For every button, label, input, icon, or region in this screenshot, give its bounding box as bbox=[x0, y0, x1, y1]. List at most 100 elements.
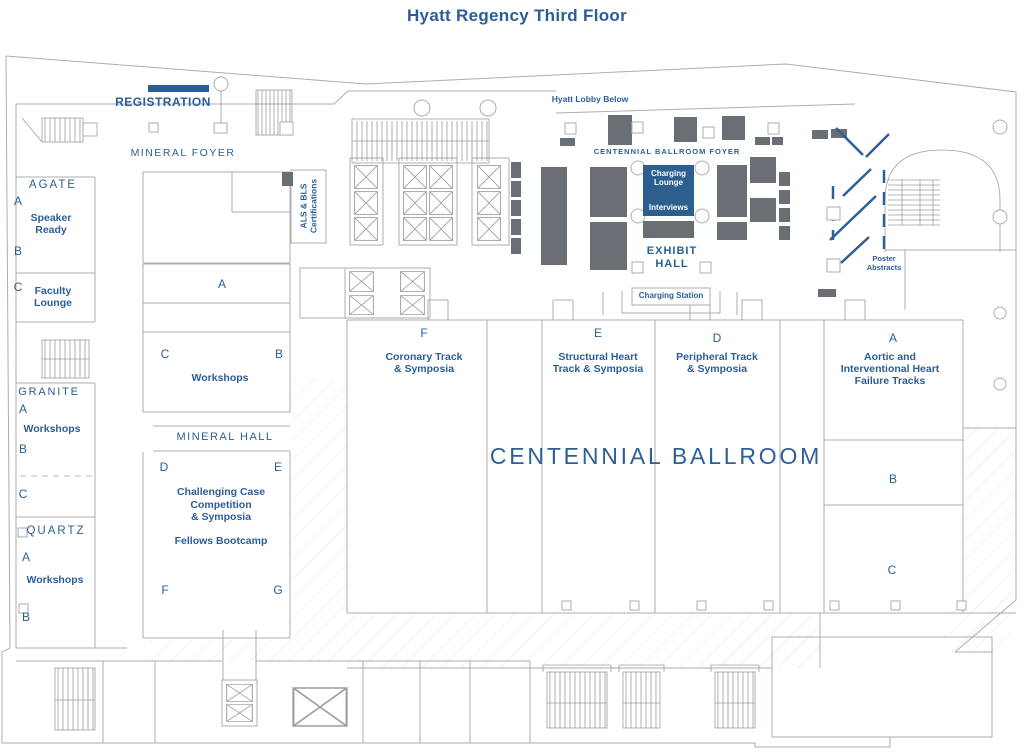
stairs-icon bbox=[54, 667, 96, 731]
walls bbox=[1, 55, 1017, 748]
column-icon bbox=[629, 600, 640, 611]
column-icon bbox=[763, 600, 774, 611]
column-icon bbox=[148, 122, 159, 133]
column-icon bbox=[993, 306, 1007, 320]
elevator-icon bbox=[429, 191, 453, 215]
mineral-room-c: C bbox=[160, 347, 170, 361]
registration-label: REGISTRATION bbox=[115, 95, 211, 109]
ballroom-section-f: F bbox=[420, 326, 428, 340]
columns bbox=[17, 76, 1008, 614]
column-icon bbox=[992, 209, 1008, 225]
elevator-icon bbox=[349, 271, 374, 292]
als-bls-certifications-label: ALS & BLS Certifications bbox=[298, 178, 319, 234]
elevator-icon bbox=[477, 217, 501, 241]
centennial-ballroom-foyer-label: CENTENNIAL BALLROOM FOYER bbox=[593, 147, 741, 156]
elevator-icon bbox=[477, 191, 501, 215]
exhibit-hall-label: EXHIBIT HALL bbox=[646, 245, 698, 270]
column-icon bbox=[561, 600, 572, 611]
column-icon bbox=[694, 160, 710, 176]
faculty-lounge-label: Faculty Lounge bbox=[34, 285, 72, 309]
elevator-icon bbox=[477, 165, 501, 189]
column-icon bbox=[18, 603, 29, 614]
column-icon bbox=[694, 208, 710, 224]
elevator-icon bbox=[354, 217, 378, 241]
hyatt-lobby-below-label: Hyatt Lobby Below bbox=[551, 94, 629, 104]
mineral-room-a: A bbox=[217, 277, 227, 291]
poster-abstracts-label: Poster Abstracts bbox=[866, 254, 902, 272]
elevator-icon bbox=[349, 295, 374, 315]
mineral-hall-section-e: E bbox=[273, 460, 283, 474]
quartz-room-label: QUARTZ bbox=[26, 525, 86, 537]
charging-lounge-area: Charging Lounge Interviews bbox=[643, 165, 694, 216]
challenging-case-label: Challenging Case Competition & Symposia bbox=[176, 486, 266, 523]
centennial-ballroom-label: CENTENNIAL BALLROOM bbox=[489, 443, 823, 469]
column-icon bbox=[213, 122, 228, 134]
structural-heart-track-label: Structural Heart Track & Symposia bbox=[552, 351, 644, 375]
charging-lounge-label: Charging Lounge bbox=[650, 169, 687, 188]
column-icon bbox=[631, 121, 644, 134]
column-icon bbox=[630, 208, 646, 224]
column-icon bbox=[564, 122, 577, 135]
stairs-icon bbox=[618, 664, 665, 729]
aortic-interventional-label: Aortic and Interventional Heart Failure … bbox=[840, 351, 940, 387]
ballroom-section-c: C bbox=[887, 563, 897, 577]
stairs-icons bbox=[21, 89, 1001, 731]
page-title: Hyatt Regency Third Floor bbox=[406, 6, 628, 25]
ballroom-section-a: A bbox=[888, 331, 898, 345]
agate-section-b: B bbox=[13, 244, 23, 258]
mineral-hall-label: MINERAL HALL bbox=[176, 431, 274, 443]
registration-desk bbox=[148, 85, 209, 92]
coronary-track-label: Coronary Track & Symposia bbox=[385, 351, 463, 375]
elevator-icon bbox=[429, 217, 453, 241]
column-icon bbox=[890, 600, 901, 611]
column-icon bbox=[413, 99, 431, 117]
column-icon bbox=[702, 126, 715, 139]
escalator-icon bbox=[351, 118, 490, 164]
granite-workshops-label: Workshops bbox=[23, 423, 81, 435]
exhibit-booths bbox=[282, 115, 847, 297]
granite-section-b: B bbox=[18, 442, 28, 456]
column-icon bbox=[767, 122, 780, 135]
mineral-workshops-label: Workshops bbox=[191, 372, 249, 384]
elevator-icon bbox=[429, 165, 453, 189]
ballroom-section-e: E bbox=[593, 326, 603, 340]
granite-section-c: C bbox=[18, 487, 28, 501]
column-icon bbox=[829, 600, 840, 611]
quartz-section-a: A bbox=[21, 550, 31, 564]
elevator-icon bbox=[403, 217, 427, 241]
freight-elevator-icon bbox=[292, 687, 348, 727]
elevator-icon bbox=[226, 684, 253, 702]
stairs-icon bbox=[710, 664, 760, 729]
hatched-walkways bbox=[150, 378, 1013, 668]
column-icon bbox=[699, 261, 712, 274]
agate-section-c: C bbox=[13, 280, 23, 294]
mineral-hall-section-d: D bbox=[159, 460, 169, 474]
column-icon bbox=[992, 119, 1008, 135]
peripheral-track-label: Peripheral Track & Symposia bbox=[676, 351, 758, 375]
column-icon bbox=[479, 99, 497, 117]
agate-section-a: A bbox=[13, 194, 23, 208]
mineral-hall-section-f: F bbox=[161, 583, 169, 597]
elevator-icon bbox=[403, 191, 427, 215]
quartz-section-b: B bbox=[21, 610, 31, 624]
stairs-icon bbox=[542, 664, 612, 729]
elevator-icon bbox=[354, 165, 378, 189]
fellows-bootcamp-label: Fellows Bootcamp bbox=[174, 535, 268, 547]
poster-boards-icon bbox=[826, 127, 890, 273]
stairs-icon bbox=[41, 339, 90, 379]
column-icon bbox=[696, 600, 707, 611]
grand-staircase-icon bbox=[884, 149, 1001, 252]
mineral-foyer-label: MINERAL FOYER bbox=[130, 147, 236, 159]
stairs-icon bbox=[21, 117, 98, 143]
column-icon bbox=[631, 261, 644, 274]
agate-room-label: AGATE bbox=[28, 179, 78, 191]
ballroom-section-b: B bbox=[888, 472, 898, 486]
mineral-hall-section-g: G bbox=[273, 583, 283, 597]
charging-station-label: Charging Station bbox=[638, 291, 704, 300]
elevator-icon bbox=[226, 704, 253, 722]
elevator-icon bbox=[354, 191, 378, 215]
column-icon bbox=[213, 76, 229, 92]
column-icon bbox=[17, 527, 28, 538]
